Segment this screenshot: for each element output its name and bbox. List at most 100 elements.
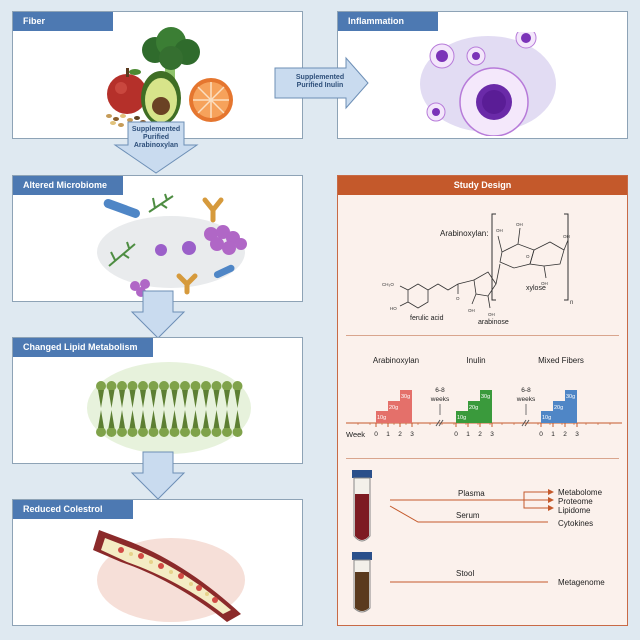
svg-text:6-8: 6-8 [521,387,531,394]
phospholipid-icon [222,381,232,437]
inulin-arrow-label: Supplemented Purified Inulin [295,74,345,89]
study-design-panel: Study Design Arabinoxylan: n OH OH OH OH… [337,175,628,626]
inflammation-title: Inflammation [338,12,438,31]
week-tick-label: 2 [398,431,402,438]
svg-text:OH: OH [468,308,475,313]
fiber-title: Fiber [13,12,113,31]
group-title: Mixed Fibers [538,356,584,365]
phospholipid-icon [201,381,211,437]
svg-text:OH: OH [488,312,495,317]
output-lipidome: Lipidome [558,506,591,515]
dose-bar [553,401,565,423]
lipid-title: Changed Lipid Metabolism [13,338,153,357]
xylose-label: xylose [526,285,546,292]
artery-illustration [93,530,245,622]
grains-icon [106,114,146,127]
small-immune-cell-icon [426,32,537,122]
dose-bar [541,411,553,423]
output-cytokines: Cytokines [558,519,593,528]
week-tick-label: 3 [575,431,579,438]
stool-label: Stool [456,569,474,578]
week-tick-label: 2 [478,431,482,438]
output-metabolome: Metabolome [558,488,603,497]
rod-bacteria-icon [103,199,235,279]
washout-2: 6-8 weeks [516,387,536,427]
week-tick-label: 0 [539,431,543,438]
week-tick-label: 1 [466,431,470,438]
stool-tube-icon [352,552,372,613]
dose-label: 20g [389,405,398,411]
dose-label: 30g [481,394,490,400]
study-design-title: Study Design [338,176,627,195]
orange-icon [189,78,233,122]
dose-bar [480,390,492,423]
phospholipid-icon [127,381,138,437]
arabinose-label: arabinose [478,319,509,326]
structure-name: Arabinoxylan: [440,229,488,238]
lipid-panel: Changed Lipid Metabolism [12,337,303,464]
arabinoxylan-arrow-label: Supplemented Purified Arabinoxylan [131,126,181,149]
svg-text:OH: OH [496,228,503,233]
phospholipid-icon [169,381,180,437]
week-tick-label: 3 [490,431,494,438]
dose-label: 10g [542,415,551,421]
apple-icon [107,68,147,114]
dose-bar [468,401,480,423]
dose-bar [388,401,400,423]
dose-bar [456,411,468,423]
dose-label: 10g [377,415,386,421]
phospholipid-icon [159,381,169,437]
washout-1: 6-8 weeks [430,387,450,427]
week-tick-label: 0 [374,431,378,438]
cholesterol-title: Reduced Colestrol [13,500,133,519]
microbiome-illustration [97,193,247,297]
avocado-icon [141,71,181,125]
svg-text:OH: OH [563,234,570,239]
repeat-n: n [570,300,573,306]
microbiome-panel: Altered Microbiome [12,175,303,302]
divider-1 [346,335,619,336]
phospholipid-icon [211,381,222,437]
inflammation-panel: Inflammation [337,11,628,139]
microbiome-title: Altered Microbiome [13,176,123,195]
sampling-diagram: Plasma Serum Stool Metabolome Proteome L… [352,470,605,613]
phospholipid-icon [117,381,127,437]
phospholipid-icon [190,381,201,437]
arabinoxylan-structure: Arabinoxylan: n OH OH OH OH O xylose OH … [382,213,573,326]
divider-2 [346,458,619,459]
svg-text:weeks: weeks [516,396,536,403]
week-axis-label: Week [346,430,365,439]
fiber-panel: Fiber [12,11,303,139]
dose-label: 30g [566,394,575,400]
svg-text:weeks: weeks [430,396,450,403]
week-tick-label: 0 [454,431,458,438]
cholesterol-panel: Reduced Colestrol [12,499,303,626]
dose-bar [376,411,388,423]
arabinoxylan-arrow [113,121,199,174]
down-arrow-2 [130,290,186,339]
svg-text:HO: HO [390,306,397,311]
week-tick-label: 1 [551,431,555,438]
svg-text:OH: OH [516,222,523,227]
phospholipid-icon [180,381,190,437]
svg-text:6-8: 6-8 [435,387,445,394]
dose-label: 10g [457,415,466,421]
output-metagenome: Metagenome [558,578,605,587]
lipid-bilayer-illustration [87,362,251,454]
dose-bar [565,390,577,423]
serum-label: Serum [456,511,480,520]
ferulic-acid-label: ferulic acid [410,315,444,322]
filament-bacteria-icon [108,193,174,267]
week-tick-label: 2 [563,431,567,438]
dose-bar [400,390,412,423]
inflammation-cells-illustration [420,32,556,136]
y-shaped-bacteria-icon [176,197,224,295]
phospholipid-icon [96,381,106,437]
phospholipid-icon [148,381,159,437]
phospholipid-icon [106,381,117,437]
dose-label: 20g [469,405,478,411]
group-title: Arabinoxylan [373,356,419,365]
svg-text:CH₃O: CH₃O [382,282,394,287]
down-arrow-3 [130,451,186,500]
